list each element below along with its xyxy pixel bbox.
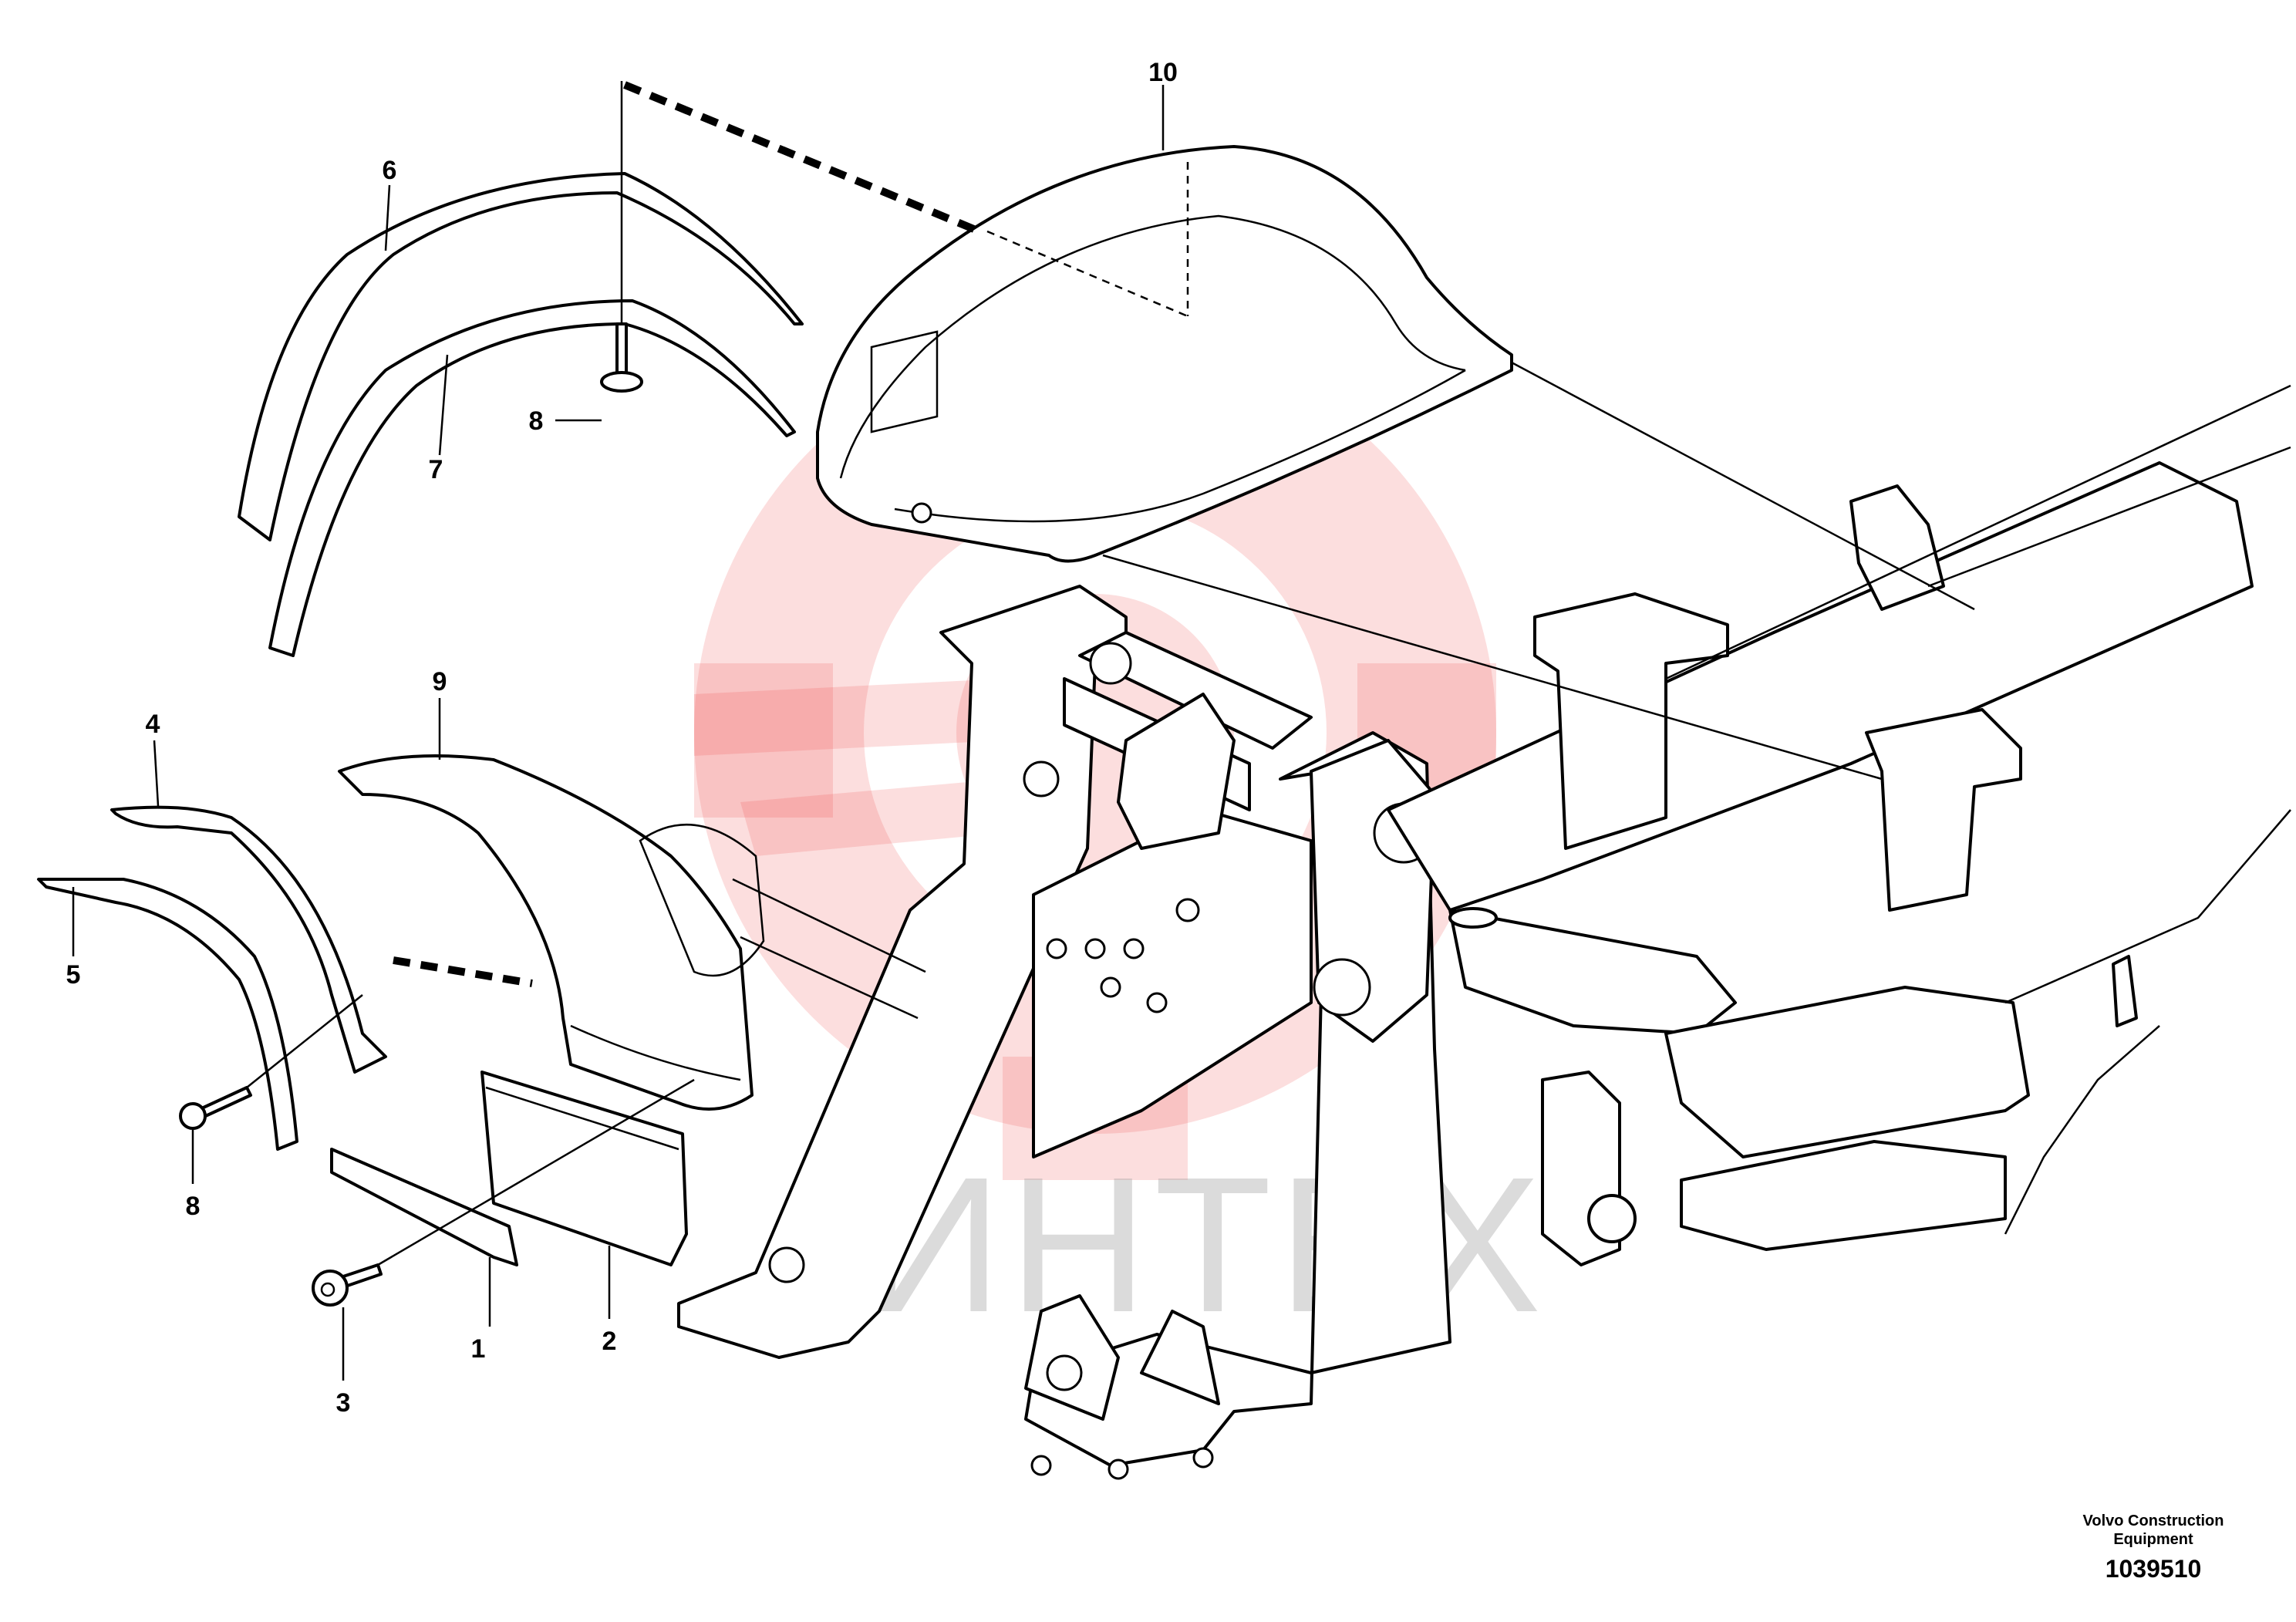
callout-10: 10 [1148, 58, 1178, 87]
part-1-bar [330, 1148, 518, 1266]
leader-line-6 [384, 184, 391, 251]
rear-chassis [1387, 384, 2291, 1266]
leader-line-8-to-4 [246, 994, 363, 1088]
loader-frame [677, 585, 1451, 1480]
leader-line-mount-3 [1102, 554, 1883, 781]
callout-9: 9 [433, 667, 447, 696]
dashed-hidden-line-10 [623, 81, 981, 235]
part-4-fender-strip [110, 805, 387, 1074]
leader-line-mount-1 [732, 878, 926, 973]
illustration-reference-number: 1039510 [2105, 1555, 2202, 1583]
dashed-hidden-line-9 [393, 956, 533, 987]
part-9-mudguard [338, 754, 765, 1111]
leader-line-mount-2 [740, 936, 919, 1020]
callout-2: 2 [602, 1327, 617, 1356]
manufacturer-name: Volvo Construction Equipment [2082, 1512, 2224, 1548]
callout-6: 6 [383, 156, 397, 185]
callout-5: 5 [66, 960, 81, 990]
part-10-hood [816, 145, 1513, 563]
part-5-fender-strip [37, 878, 298, 1151]
bolt-8-upper [600, 322, 643, 393]
bolt-8-lower [179, 1086, 252, 1130]
callout-7: 7 [429, 455, 443, 484]
callout-8-lower: 8 [186, 1192, 201, 1221]
part-7-fender-strip [268, 299, 796, 657]
leader-line-7 [438, 354, 449, 456]
bolt-3 [312, 1263, 383, 1307]
part-2-plate [480, 1071, 688, 1266]
leader-line-mount-4 [1511, 361, 1975, 611]
part-6-fender-strip [238, 172, 804, 541]
callout-1: 1 [471, 1334, 486, 1364]
callout-8-upper: 8 [529, 406, 544, 436]
credit-block: Volvo Construction Equipment 1039510 [2065, 1512, 2242, 1583]
leader-line-3-to-9 [377, 1078, 695, 1266]
callout-4: 4 [146, 710, 160, 739]
callout-3: 3 [336, 1388, 351, 1418]
leader-line-4 [153, 740, 160, 807]
